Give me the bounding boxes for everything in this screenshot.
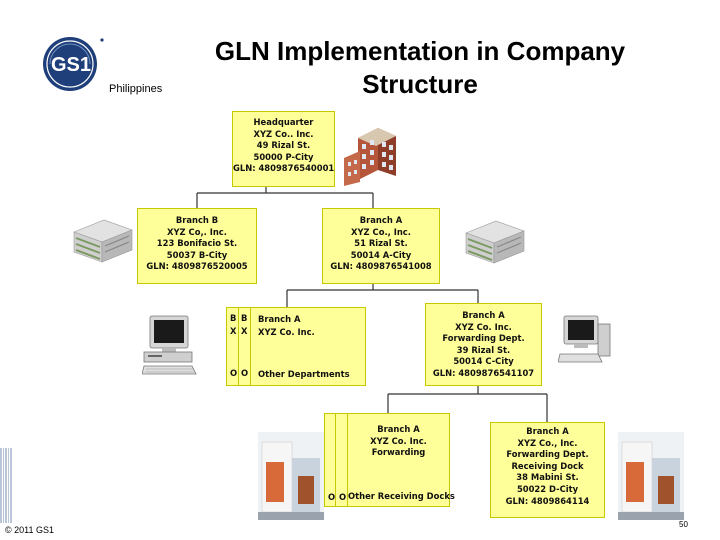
other-departments-label: Other Departments [258, 369, 350, 379]
building-icon [340, 118, 410, 193]
warehouse-icon [462, 211, 528, 270]
copyright: © 2011 GS1 [5, 525, 54, 535]
forwarding-title: Branch A [462, 310, 505, 320]
hq-gln: GLN: 4809876540001 [233, 163, 335, 174]
dock-title: Branch A [526, 426, 569, 436]
stack-edge-letter: O [339, 492, 347, 502]
gs1-logo: GS1 [40, 34, 110, 94]
dock-gln: GLN: 4809864114 [505, 495, 590, 506]
hq-city: 50000 P-City [253, 151, 314, 162]
logo-text: GS1 [51, 54, 91, 76]
other-docks-label: Other Receiving Docks [348, 491, 455, 501]
region-label: Philippines [109, 83, 163, 95]
other-docks-title: Branch A [377, 424, 420, 434]
forwarding-dept: Forwarding Dept. [442, 333, 525, 344]
stack-edge-letter: X [230, 326, 237, 336]
desktop-computer-icon [141, 312, 198, 381]
other-docks-box: Branch A XYZ Co. Inc. Forwarding Other R… [347, 413, 455, 507]
branch-a-gln: GLN: 4809876541008 [330, 261, 432, 272]
branch-b-box: Branch B XYZ Co,. Inc. 123 Bonifacio St.… [137, 208, 257, 284]
receiving-dock-box: Branch A XYZ Co., Inc. Forwarding Dept. … [490, 422, 605, 518]
branch-a-box: Branch A XYZ Co., Inc. 51 Rizal St. 5001… [322, 208, 440, 284]
forwarding-city: 50014 C-City [453, 356, 514, 367]
stack-edge-letter: O [328, 492, 336, 502]
hq-company: XYZ Co.. Inc. [253, 128, 314, 139]
branch-b-company: XYZ Co,. Inc. [167, 226, 227, 237]
title-line-2: Structure [362, 69, 478, 99]
dock-company: XYZ Co., Inc. [517, 437, 578, 448]
title-line-1: GLN Implementation in Company [214, 36, 626, 66]
other-departments-box: Branch A XYZ Co. Inc. Other Departments [250, 307, 366, 386]
loading-dock-photo [618, 432, 684, 525]
dock-street: 38 Mabini St. [516, 472, 579, 483]
page-title: GLN Implementation in Company Structure [180, 35, 660, 101]
branch-a-title: Branch A [359, 215, 403, 225]
forwarding-gln: GLN: 4809876541107 [432, 367, 535, 378]
headquarter-box: Headquarter XYZ Co.. Inc. 49 Rizal St. 5… [232, 111, 335, 187]
other-docks-company: XYZ Co. Inc. [370, 435, 427, 446]
desktop-computer-icon [557, 312, 614, 375]
dock-city: 50022 D-City [516, 483, 579, 494]
loading-dock-photo [258, 432, 324, 525]
branch-a-company: XYZ Co., Inc. [351, 226, 411, 237]
hq-title: Headquarter [253, 117, 314, 127]
stack-edge-letter: X [241, 326, 248, 336]
dock-dept: Forwarding Dept. [506, 449, 589, 460]
branch-a-street: 51 Rizal St. [354, 238, 408, 249]
hq-street: 49 Rizal St. [256, 140, 311, 151]
warehouse-icon [70, 210, 136, 269]
stack-edge-letter: O [230, 368, 238, 378]
page-number: 50 [679, 520, 688, 529]
stack-edge-letter: O [241, 368, 249, 378]
stack-edge-letter: B [230, 313, 237, 323]
barcode-decoration [0, 448, 12, 523]
forwarding-company: XYZ Co. Inc. [455, 321, 512, 332]
branch-b-street: 123 Bonifacio St. [156, 238, 238, 249]
forwarding-dept-box: Branch A XYZ Co. Inc. Forwarding Dept. 3… [425, 303, 542, 386]
branch-b-city: 50037 B-City [166, 249, 228, 260]
other-docks-dept: Forwarding [371, 447, 426, 458]
other-departments-company: XYZ Co. Inc. [258, 327, 315, 337]
dock-name: Receiving Dock [511, 460, 584, 471]
forwarding-street: 39 Rizal St. [456, 344, 511, 355]
other-departments-title: Branch A [258, 314, 301, 324]
branch-b-title: Branch B [175, 215, 219, 225]
branch-b-gln: GLN: 4809876520005 [146, 261, 248, 272]
stack-edge-letter: B [241, 313, 248, 323]
branch-a-city: 50014 A-City [350, 249, 412, 260]
